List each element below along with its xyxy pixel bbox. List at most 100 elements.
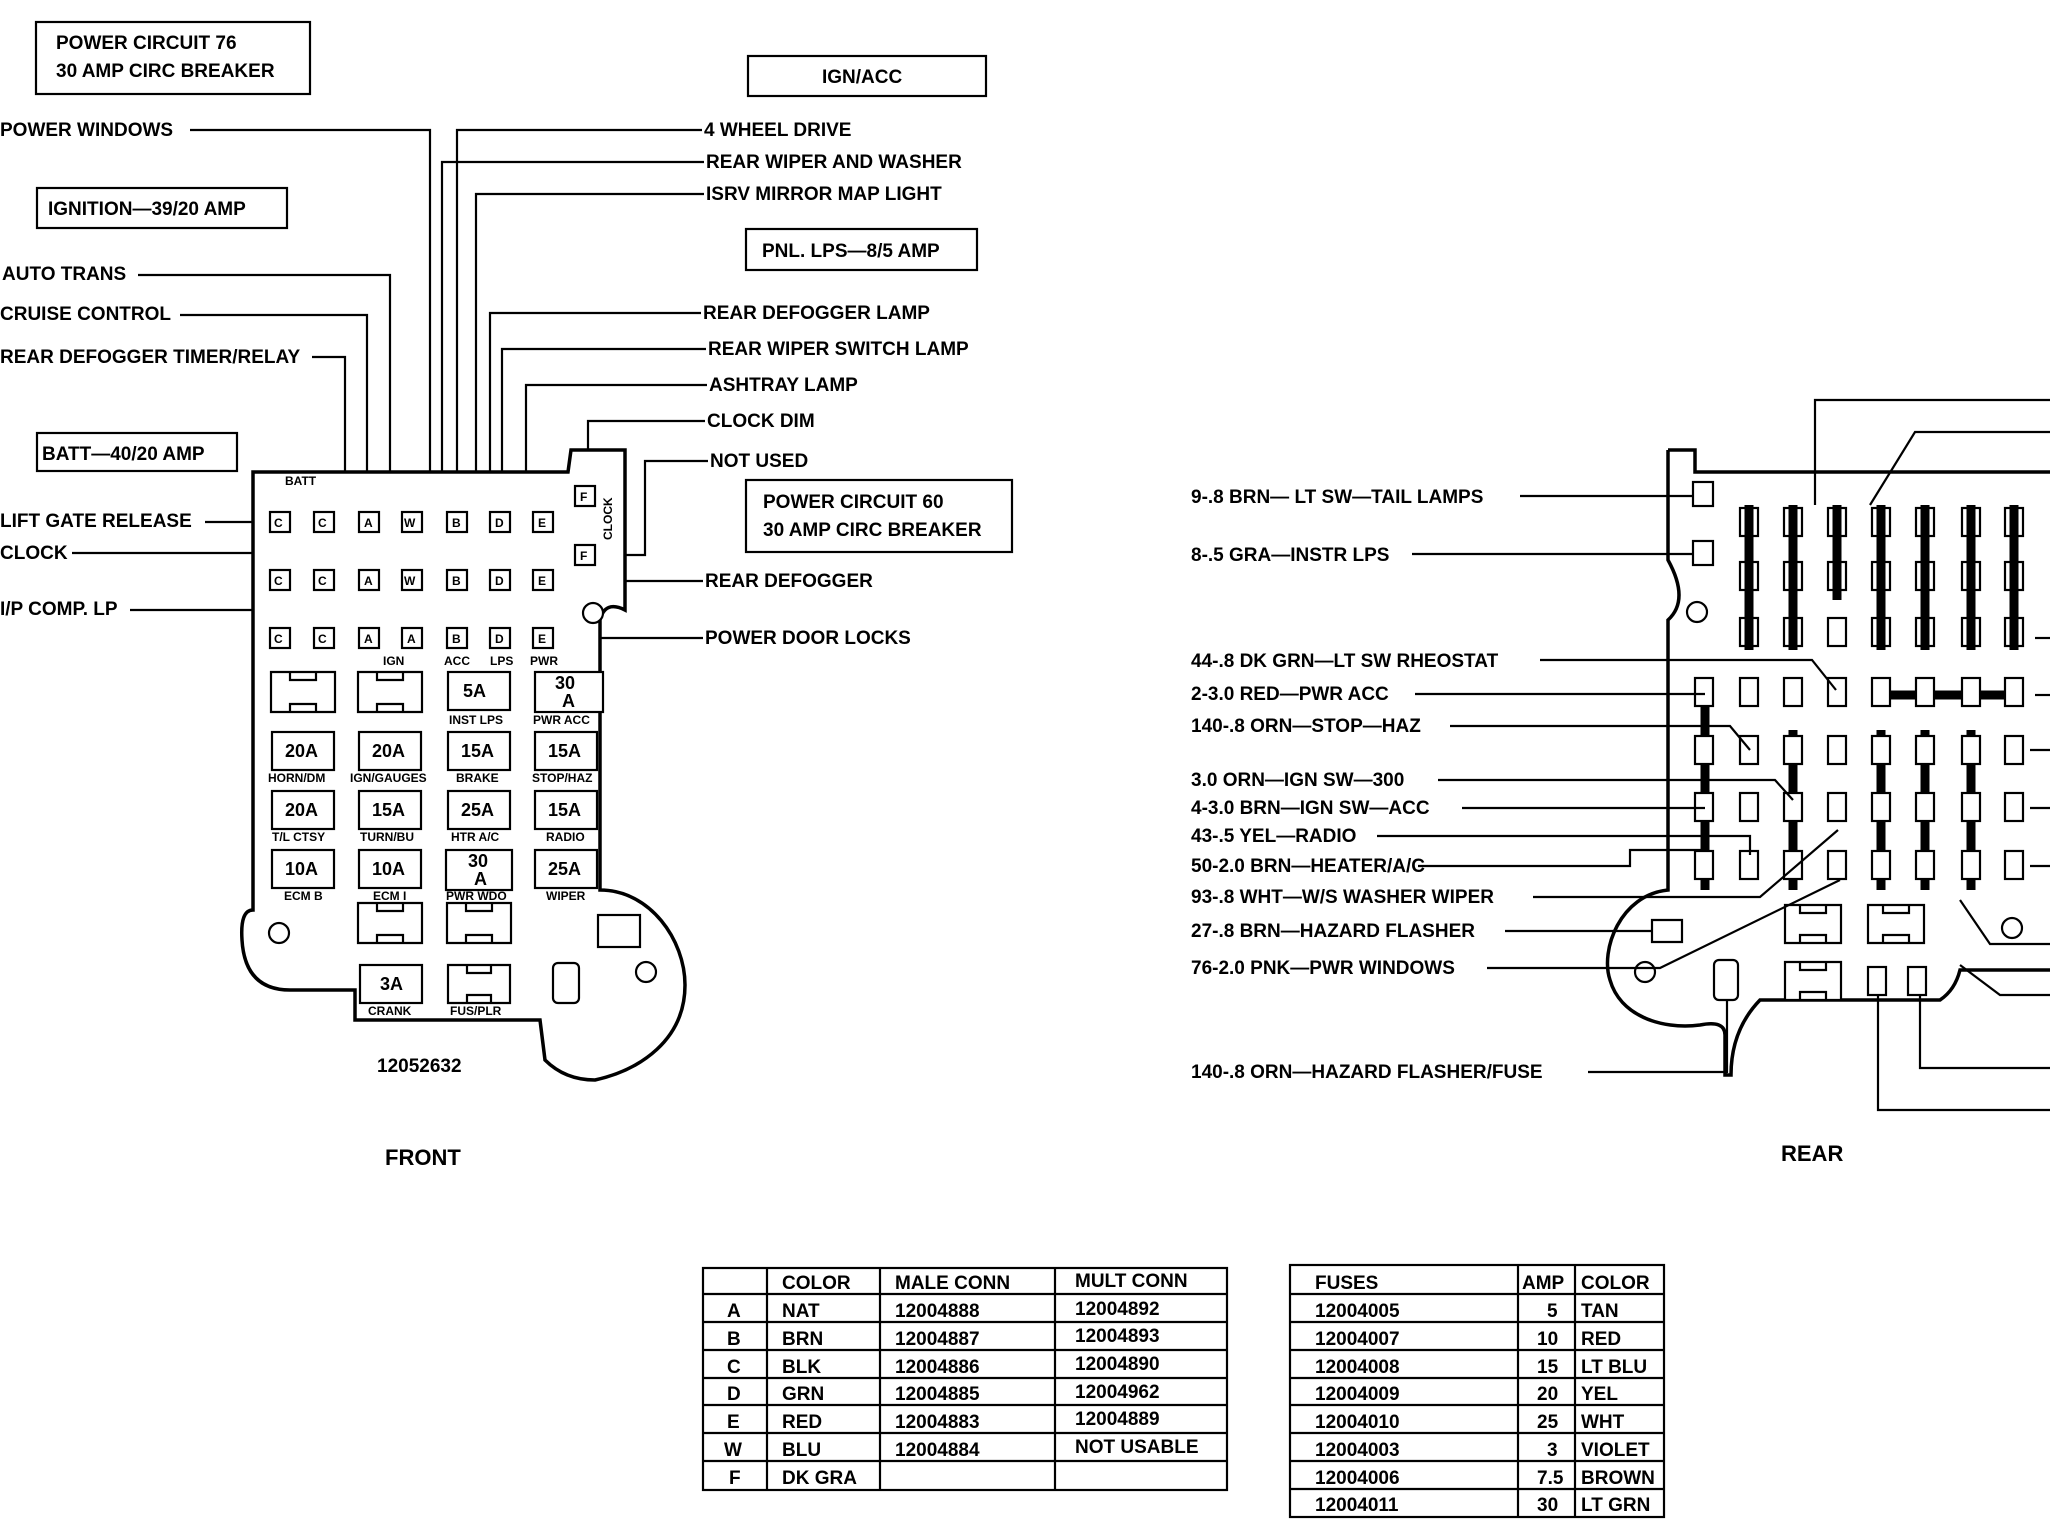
fuse-htr-ac: 25A HTR A/C — [446, 789, 512, 844]
leader-line — [1540, 658, 1837, 691]
front-mount-hole-left — [267, 921, 291, 945]
fuse-label: PWR ACC — [533, 713, 590, 727]
fuse-body — [446, 789, 512, 831]
fuse-slot-empty — [356, 901, 424, 945]
terminal-label: F — [580, 549, 587, 563]
pnl-lps-label: PNL. LPS—8/5 AMP — [762, 241, 940, 262]
table-cell: B — [727, 1329, 741, 1350]
fuse-pwr-acc: 30 A PWR ACC — [533, 670, 605, 727]
table-cell: 12004883 — [895, 1412, 980, 1433]
rear-mount-hole-upper — [1685, 600, 1709, 624]
callout-clock-dim: CLOCK DIM — [707, 411, 815, 432]
fuse-pwr-wdo: 30 A PWR WDO — [444, 848, 514, 903]
connector-table: COLOR MALE CONN MULT CONN A NAT 12004888… — [701, 1266, 1229, 1492]
leader-auto-trans — [138, 273, 392, 520]
rear-callout-rheostat: 44-.8 DK GRN—LT SW RHEOSTAT — [1191, 651, 1499, 672]
rear-callout-pwr-acc: 2-3.0 RED—PWR ACC — [1191, 684, 1389, 705]
power-circuit-60-box — [744, 478, 1014, 554]
fuse-label: STOP/HAZ — [532, 771, 592, 785]
fuse-label: BRAKE — [456, 771, 499, 785]
table-cell: 25 — [1537, 1412, 1559, 1433]
leader-line — [1959, 964, 2050, 997]
rear-terminal — [1960, 791, 1982, 823]
terminal-label: C — [274, 516, 283, 530]
rear-callout-radio: 43-.5 YEL—RADIO — [1191, 826, 1356, 847]
rear-callout-ign-acc: 4-3.0 BRN—IGN SW—ACC — [1191, 798, 1430, 819]
rear-terminal — [2003, 734, 2025, 766]
rear-fuse-slot — [1783, 903, 1843, 945]
leader-line — [1487, 879, 1841, 970]
callout-rear-defogger-timer: REAR DEFOGGER TIMER/RELAY — [0, 347, 300, 368]
callout-ashtray: ASHTRAY LAMP — [709, 375, 858, 396]
rear-flasher-socket-2 — [1712, 958, 1740, 1002]
table-row: 12004010 25 WHT — [1315, 1412, 1625, 1433]
power-circuit-76-box — [34, 20, 312, 96]
table-frame — [1288, 1263, 1666, 1519]
terminal-e — [531, 510, 555, 534]
table-cell: LT GRN — [1581, 1495, 1650, 1516]
rear-fuse-slot — [1866, 903, 1926, 945]
fuse-value: 15A — [461, 741, 494, 761]
label-lps: LPS — [490, 654, 513, 668]
leader-isrv — [474, 192, 704, 520]
table-row: 12004011 30 LT GRN — [1315, 1495, 1650, 1516]
rear-callout-heater: 50-2.0 BRN—HEATER/A/C — [1191, 856, 1425, 877]
ignition-box — [35, 186, 289, 230]
rear-callout-instr-lps: 8-.5 GRA—INSTR LPS — [1191, 545, 1389, 566]
terminal-d — [488, 626, 512, 650]
terminal-label: C — [318, 516, 327, 530]
fuse-slot-empty — [445, 901, 513, 945]
rear-terminal — [1870, 734, 1892, 766]
terminal-a — [357, 510, 381, 534]
rear-callout-washer: 93-.8 WHT—W/S WASHER WIPER — [1191, 887, 1494, 908]
rear-view: 9-.8 BRN— LT SW—TAIL LAMPS 8-.5 GRA—INST… — [1191, 398, 2050, 1166]
fuse-ecm-b: 10A ECM B — [270, 848, 336, 903]
terminal-label: A — [364, 516, 373, 530]
fuse-fus-plr: FUS/PLR — [446, 963, 512, 1018]
callout-4-wheel: 4 WHEEL DRIVE — [704, 120, 851, 141]
table-row: B BRN 12004887 12004893 — [727, 1326, 1160, 1350]
terminal-c — [268, 626, 292, 650]
terminal-row-2: C C A W B D E F — [268, 543, 597, 592]
fuse-body — [358, 963, 424, 1005]
rear-callout-flasher-fuse: 140-.8 ORN—HAZARD FLASHER/FUSE — [1191, 1062, 1543, 1083]
table-header: COLOR — [782, 1273, 851, 1294]
rear-terminal — [1738, 791, 1760, 823]
rear-callout-flasher: 27-.8 BRN—HAZARD FLASHER — [1191, 921, 1475, 942]
callout-ip-comp: I/P COMP. LP — [0, 599, 118, 620]
table-cell: BLK — [782, 1357, 821, 1378]
rear-terminal — [2003, 676, 2025, 708]
fuse-value: 5A — [463, 681, 486, 701]
terminal-f — [573, 484, 597, 508]
fuse-brake: 15A BRAKE — [446, 730, 512, 785]
table-header: COLOR — [1581, 1273, 1650, 1294]
table-cell: TAN — [1581, 1301, 1619, 1322]
fuse-crank: 3A CRANK — [358, 963, 424, 1018]
table-cell: 12004007 — [1315, 1329, 1400, 1350]
terminal-f — [573, 543, 597, 567]
terminal-a — [357, 626, 381, 650]
rear-terminal — [1914, 676, 1936, 708]
ign-acc-label: IGN/ACC — [822, 67, 903, 88]
table-cell: 12004008 — [1315, 1357, 1400, 1378]
leader-line — [1588, 1000, 1729, 1074]
table-header: FUSES — [1315, 1273, 1378, 1294]
rear-terminal — [1826, 734, 1848, 766]
fuse-value: 20A — [285, 800, 318, 820]
fuse-label: ECM I — [373, 889, 406, 903]
rear-terminal — [2003, 791, 2025, 823]
fuse-label: HTR A/C — [451, 830, 500, 844]
table-row: 12004005 5 TAN — [1315, 1301, 1619, 1322]
callout-auto-trans: AUTO TRANS — [2, 264, 126, 285]
fuse-body — [357, 848, 423, 890]
leader-4-wheel — [455, 128, 702, 520]
terminal-c — [312, 626, 336, 650]
fuse-value: 3A — [380, 974, 403, 994]
leader-line — [1418, 848, 1705, 868]
fuse-value: 25A — [461, 800, 494, 820]
table-cell: 12004893 — [1075, 1326, 1160, 1347]
table-cell: GRN — [782, 1384, 824, 1405]
table-cell: 12004003 — [1315, 1440, 1400, 1461]
rear-terminal — [1870, 849, 1892, 881]
ign-acc-box — [746, 54, 988, 98]
